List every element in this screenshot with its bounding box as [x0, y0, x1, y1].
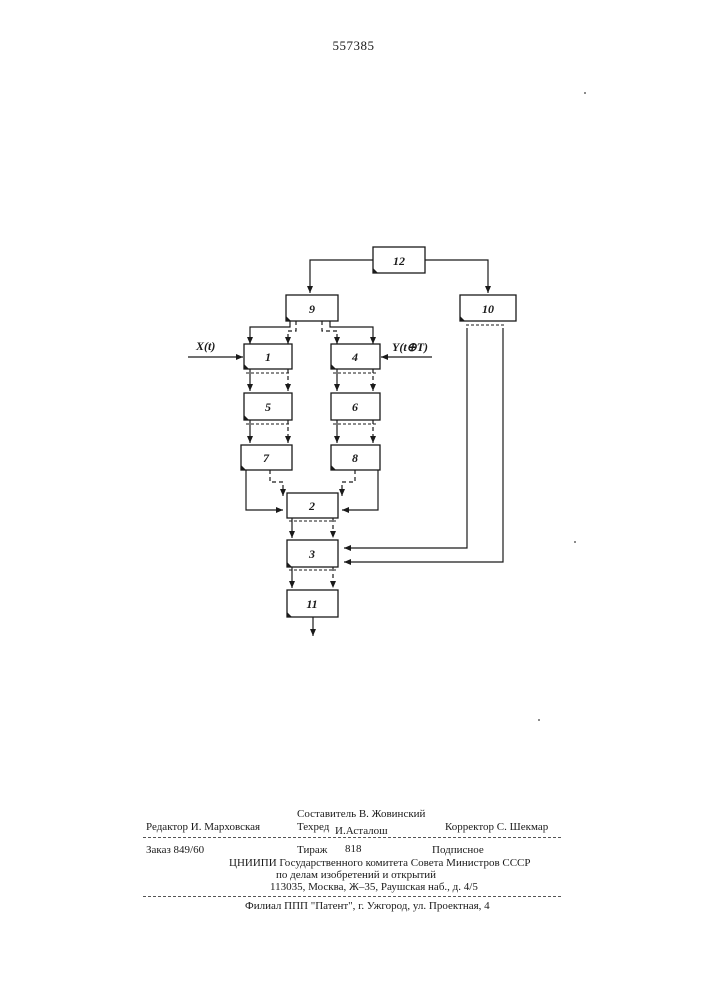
block-label-4: 4 — [351, 350, 358, 364]
compiler-line: Составитель В. Жовинский — [297, 808, 425, 821]
block-label-11: 11 — [306, 597, 317, 611]
connector-12-9 — [310, 260, 373, 293]
block-label-8: 8 — [352, 451, 358, 465]
block-label-6: 6 — [352, 400, 358, 414]
block-label-7: 7 — [263, 451, 270, 465]
editor-line: Редактор И. Марховская — [146, 821, 260, 834]
connector-12-10 — [425, 260, 488, 293]
techred-label: Техред — [297, 821, 329, 834]
order-line: Заказ 849/60 — [146, 844, 204, 857]
input-y-label: Y(t⊕T) — [392, 340, 428, 354]
input-x-label: X(t) — [195, 339, 215, 353]
block-label-10: 10 — [482, 302, 494, 316]
circulation-label: Тираж — [297, 844, 327, 857]
corrector-line: Корректор С. Шекмар — [445, 821, 548, 834]
divider-top — [143, 837, 561, 838]
block-label-3: 3 — [308, 547, 315, 561]
circulation-number: 818 — [345, 843, 362, 856]
scan-speck — [574, 541, 576, 543]
block-label-5: 5 — [265, 400, 271, 414]
subscription-line: Подписное — [432, 844, 484, 857]
block-label-9: 9 — [309, 302, 315, 316]
branch-line: Филиал ППП "Патент", г. Ужгород, ул. Про… — [245, 900, 490, 913]
scan-speck — [584, 92, 586, 94]
block-label-12: 12 — [393, 254, 405, 268]
divider-bottom — [143, 896, 561, 897]
block-label-1: 1 — [265, 350, 271, 364]
org-address: 113035, Москва, Ж–35, Раушская наб., д. … — [270, 881, 478, 894]
block-label-2: 2 — [308, 499, 315, 513]
scan-speck — [538, 719, 540, 721]
